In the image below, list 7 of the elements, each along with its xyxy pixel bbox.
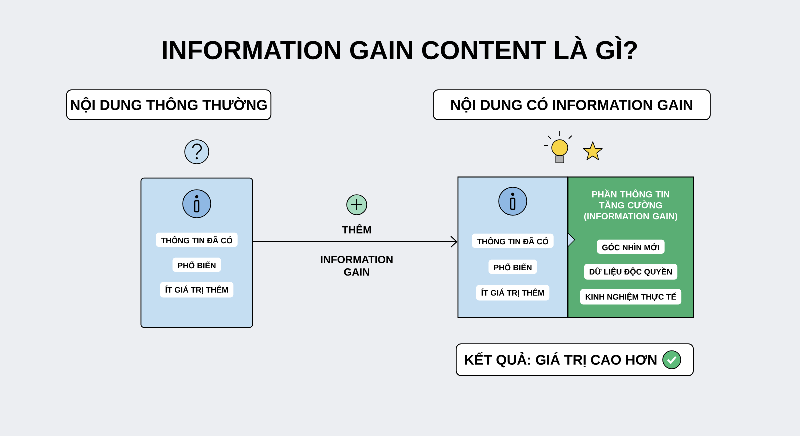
arrow (252, 236, 458, 248)
heading-box: NỘI DUNG CÓ INFORMATION GAIN (433, 90, 711, 120)
result-box: KẾT QUẢ: GIÁ TRỊ CAO HƠN (456, 344, 694, 376)
title: INFORMATION GAIN CONTENT LÀ GÌ? (163, 36, 638, 60)
heading-box: NỘI DUNG THÔNG THƯỜNG (66, 90, 272, 120)
edge-label: THÊM (342, 224, 372, 234)
arrow-caption: INFORMATION GAIN (321, 256, 393, 276)
